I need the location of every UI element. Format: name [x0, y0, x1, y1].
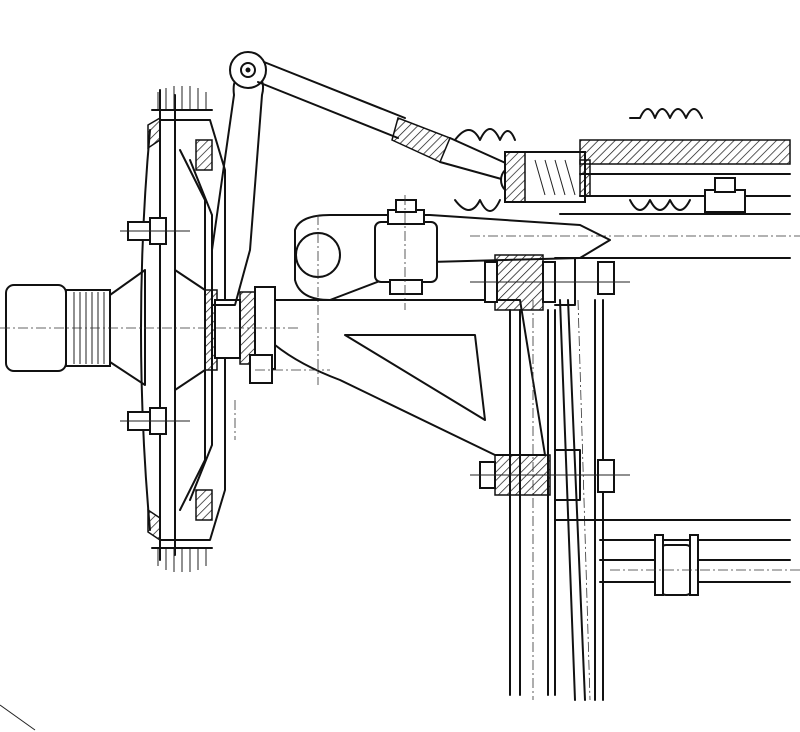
frame-tube-upper	[470, 139, 800, 259]
corner-mark	[0, 704, 36, 731]
control-rod	[257, 61, 530, 195]
return-spring-housing	[504, 151, 591, 203]
fan-hub	[120, 217, 276, 435]
vertical-frame-tubes	[509, 299, 604, 701]
hub-bolt-lower	[120, 407, 190, 435]
swing-arm	[294, 195, 611, 385]
bellcrank-lever	[211, 51, 267, 306]
rubber-bellows	[454, 108, 703, 212]
lower-mount	[470, 449, 800, 596]
pivot-bracket	[274, 254, 630, 456]
output-shaft	[5, 269, 146, 386]
hub-bolt-upper	[120, 217, 190, 245]
clutch-pulley	[140, 86, 226, 572]
centre-lines	[0, 327, 330, 440]
